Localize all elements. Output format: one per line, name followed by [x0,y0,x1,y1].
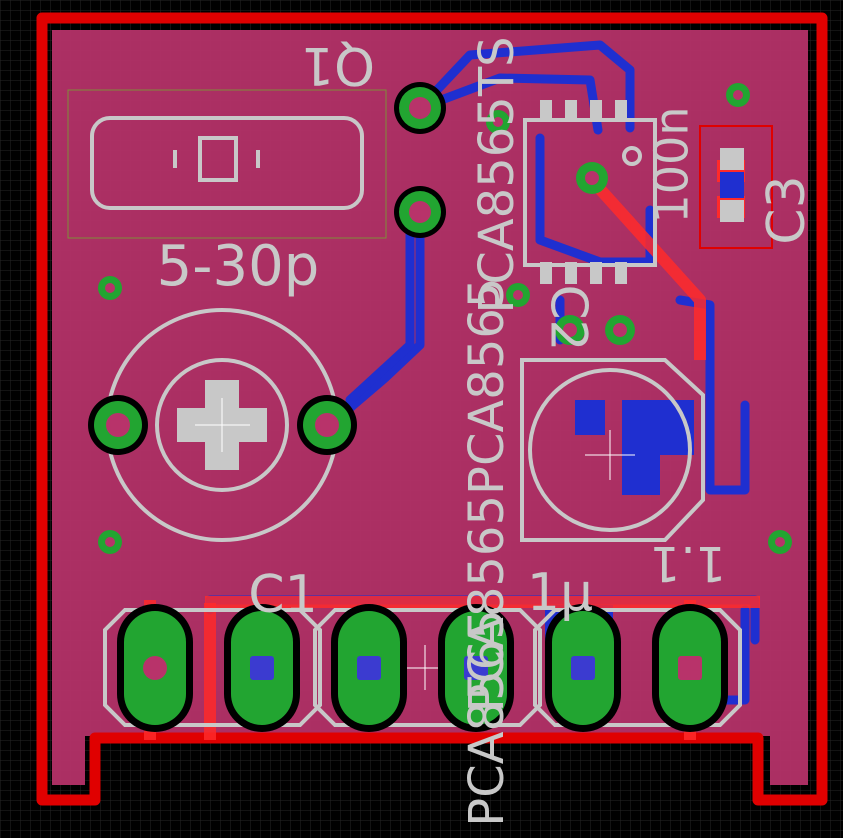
c1-outline [520,358,705,542]
c2-label: C2 [540,285,598,352]
trimmer-value-label: 5-30p [157,234,320,299]
revision-label: 1.1 [650,535,726,591]
c1-body [528,368,692,532]
board-outline [36,12,828,806]
c1-value-label: 1µ [527,563,593,623]
trimmer-rotor [155,358,289,492]
top-trace-header [205,596,760,608]
c1-label: C1 [248,565,317,625]
board-outline-corner [40,14,826,22]
header-pins [117,604,728,732]
ic-name-label-top: PCA8565TS [469,36,525,313]
pads [88,82,792,554]
ic-name-label-mid: PCA8565PCA8565 [459,278,515,713]
q1-crystal-symbol [198,136,238,182]
header-outline [103,608,322,727]
ic-pins [540,100,627,284]
header-pin-6 [652,604,728,732]
header-pin-1 [117,604,193,732]
c3-pad-2 [720,172,744,198]
c3-value-label: 100n [645,107,699,224]
q1-body [90,116,364,210]
header-pin-4 [438,604,514,732]
c3-outline [699,125,773,249]
q1-label: Q1 [301,35,375,95]
header-pin-2 [224,604,300,732]
ic-pin1-dot [622,146,642,166]
q1-outline [67,89,387,239]
c3-pad-3 [720,200,744,222]
ic-name-label-bottom: PCA8565 [459,609,515,826]
c3-label: C3 [757,175,817,244]
c3-pad-1 [720,148,744,170]
header-pin-5 [545,604,621,732]
header-pin-3 [331,604,407,732]
